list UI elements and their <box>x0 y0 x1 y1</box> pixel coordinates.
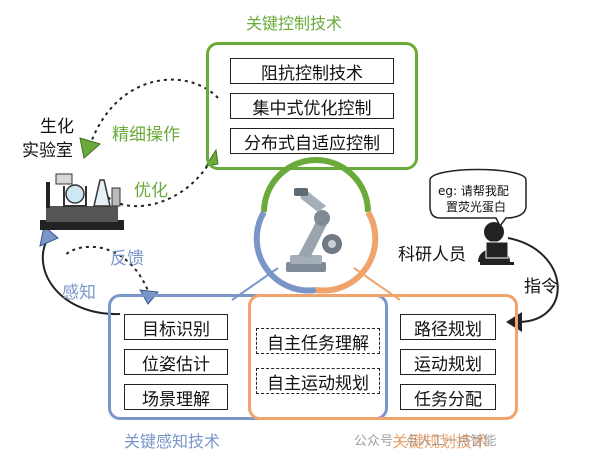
command-label: 指令 <box>524 277 558 297</box>
planning-panel <box>248 294 518 420</box>
ring-blue-arc <box>253 210 317 294</box>
arrow-optimize <box>99 161 211 208</box>
control-panel <box>206 42 418 170</box>
lab-equipment-icon <box>40 173 124 230</box>
arrowhead-feedback <box>139 289 159 305</box>
sense-label: 感知 <box>62 283 96 303</box>
planning-item-task: 任务分配 <box>400 384 496 410</box>
ring-orange-arc <box>315 210 379 294</box>
optimize-label: 优化 <box>134 181 168 201</box>
perception-item-target: 目标识别 <box>124 314 228 340</box>
arrowhead-fine-operation <box>79 137 102 159</box>
control-item-distributed: 分布式自适应控制 <box>230 128 394 154</box>
lab-label-line2: 实验室 <box>22 141 73 161</box>
feedback-label: 反馈 <box>110 249 144 269</box>
watermark-text: 公众号 · 点人工一点智能 <box>354 434 497 449</box>
center-item-task-understanding: 自主任务理解 <box>256 328 380 354</box>
planning-item-path: 路径规划 <box>400 314 496 340</box>
fine-operation-label: 精细操作 <box>112 125 180 145</box>
planning-item-motion: 运动规划 <box>400 349 496 375</box>
researcher-label: 科研人员 <box>398 245 466 265</box>
planning-title: 关键规划技术 <box>392 432 489 451</box>
bubble-text-line2: 置荧光蛋白 <box>446 200 507 214</box>
control-item-impedance: 阻抗控制技术 <box>230 58 394 84</box>
lab-label-line1: 生化 <box>40 117 74 137</box>
robot-arm-icon <box>286 188 342 272</box>
arrowhead-sense <box>39 225 59 247</box>
perception-item-pose: 位姿估计 <box>124 349 228 375</box>
arrowhead-command <box>506 312 522 332</box>
arrow-sense <box>41 237 121 316</box>
bubble-text-line1: eg: 请帮我配 <box>438 184 509 198</box>
perception-title: 关键感知技术 <box>124 432 221 451</box>
center-item-motion-planning: 自主运动规划 <box>256 368 380 394</box>
arrow-command <box>507 237 559 323</box>
perception-item-scene: 场景理解 <box>124 384 228 410</box>
ring-green-arc <box>261 157 371 213</box>
control-item-centralized: 集中式优化控制 <box>230 93 394 119</box>
control-title: 关键控制技术 <box>246 14 343 33</box>
researcher-icon <box>478 222 514 265</box>
speech-bubble <box>429 168 527 228</box>
perception-panel <box>108 294 388 420</box>
